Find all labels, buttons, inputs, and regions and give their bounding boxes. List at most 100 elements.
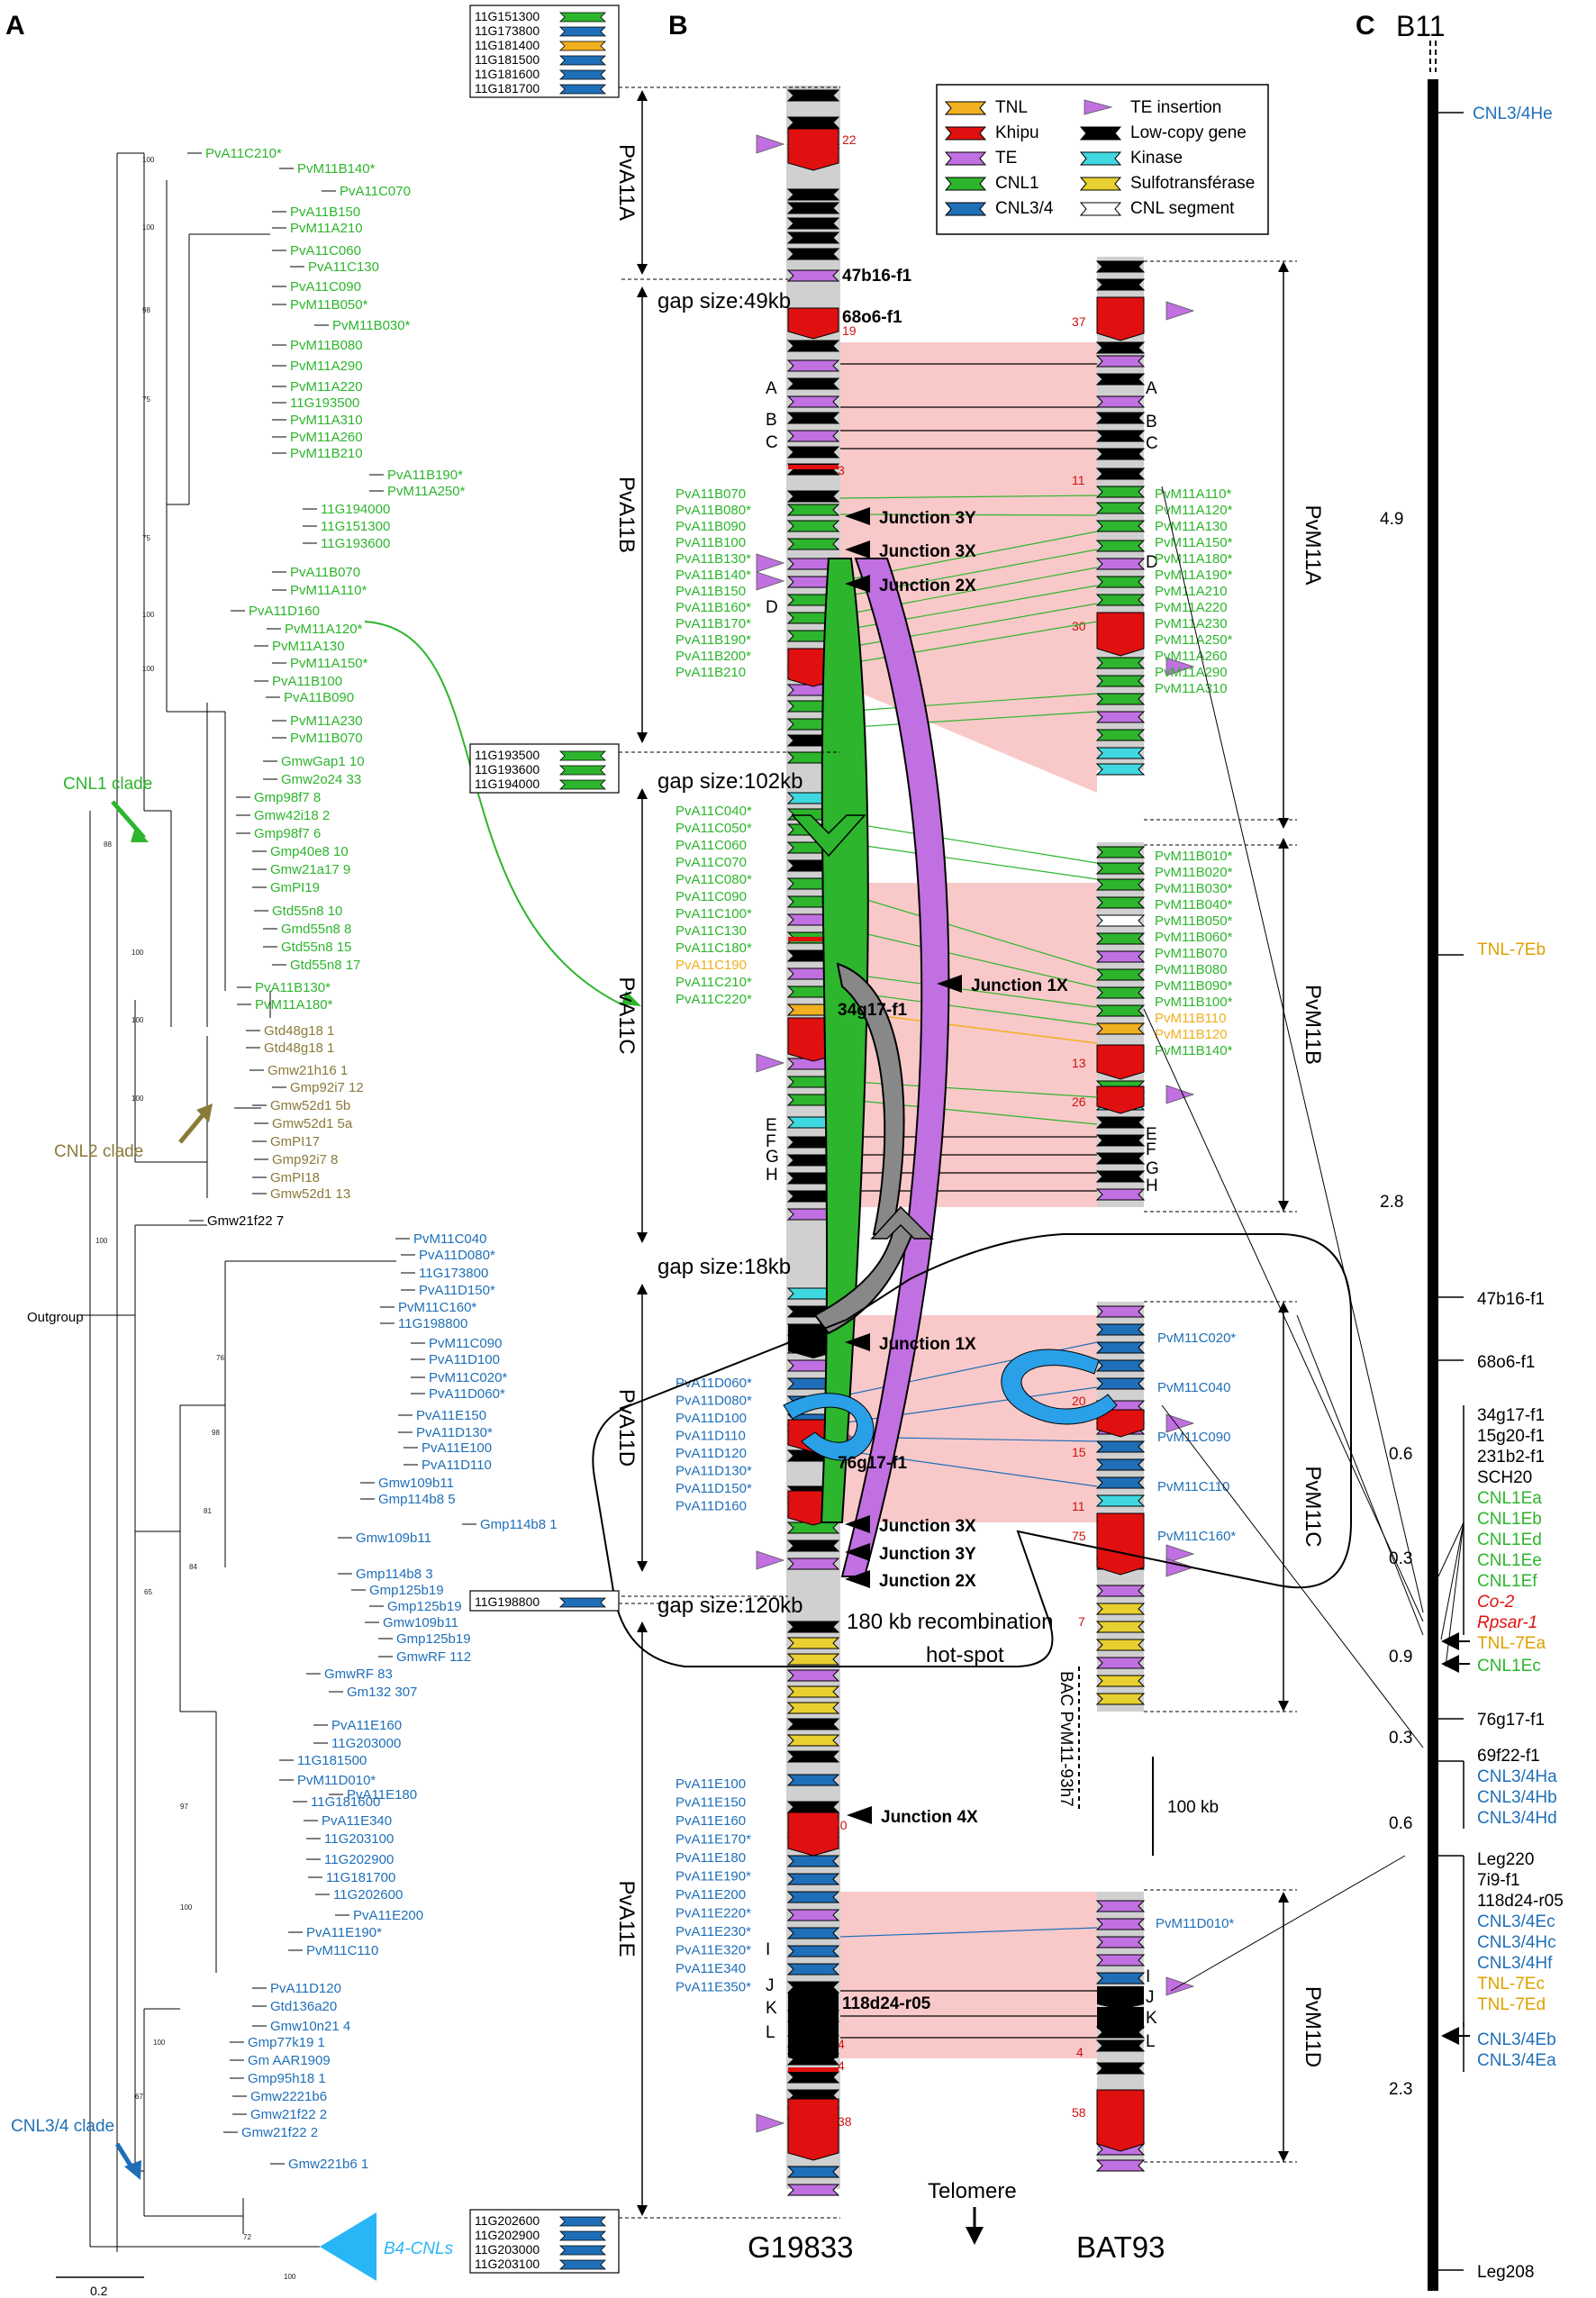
right-gene-glyph [1095, 1639, 1146, 1651]
te-insertion-triangle [1165, 1976, 1195, 1996]
genetic-map-panel: B11 CNL3/4He4.9TNL-7Eb2.847b16-f168o6-f1… [1143, 10, 1564, 2291]
right-red-number: 75 [1072, 1529, 1086, 1543]
right-gene-glyph [1095, 1494, 1146, 1507]
gene-label: PvM11C090 [1157, 1430, 1230, 1445]
left-gene-glyph [786, 217, 840, 230]
right-red-number: 11 [1072, 473, 1085, 487]
legend-swatch [944, 202, 987, 216]
bootstrap-value: 98 [142, 306, 150, 314]
right-gene-glyph [1095, 468, 1146, 480]
b4-cnls-triangle [320, 2212, 376, 2281]
te-insertion-triangle [756, 2113, 785, 2133]
gene-label: PvA11B100 [676, 535, 746, 550]
gene-label: PvA11C040* [676, 804, 752, 819]
tree-tip-label: 11G203100 [324, 1831, 394, 1847]
tree-tip-label: Gmp114b8 1 [480, 1517, 558, 1532]
green-ribbon-chevron [791, 814, 866, 858]
right-gene-glyph [1095, 355, 1146, 368]
gene-box-glyph [559, 12, 606, 23]
left-khipu-block [787, 2098, 839, 2161]
gene-box-glyph [559, 84, 606, 95]
gene-label: PvA11E100 [676, 1776, 746, 1792]
right-red-number: 26 [1072, 1095, 1086, 1109]
gene-label: PvM11A210 [1155, 584, 1228, 599]
map-label: 76g17-f1 [1477, 1711, 1545, 1730]
gene-label: PvM11A180* [1155, 551, 1233, 567]
tree-tip-label: PvA11D110 [422, 1458, 492, 1473]
legend-label: Kinase [1130, 149, 1183, 168]
gene-label: PvM11C160* [1157, 1529, 1236, 1544]
right-gene-glyph [1095, 1476, 1146, 1489]
right-gene-glyph [1095, 729, 1146, 741]
left-khipu-block [787, 307, 839, 340]
tree-tip-label: PvA11C070 [340, 184, 411, 199]
map-fan [1437, 1521, 1465, 1577]
map-label: Rpsar-1 [1477, 1613, 1537, 1632]
tree-tip-label: PvA11E180 [347, 1787, 417, 1803]
gene-label: PvM11B070 [1155, 946, 1228, 961]
cnl2-clade-label: CNL2 clade [54, 1142, 143, 1161]
tree-tip-label: PvM11B070 [290, 731, 363, 746]
gene-label: PvA11C190 [676, 958, 747, 973]
gene-box-label: 11G151300 [475, 9, 540, 23]
right-gene-glyph [1095, 278, 1146, 291]
gene-box-glyph [559, 69, 606, 80]
map-fan [1440, 1521, 1465, 1640]
block-label: PvA11D [614, 1389, 639, 1467]
right-gene-glyph [1095, 932, 1146, 945]
gene-box-label: 11G181400 [475, 38, 540, 52]
map-label: 69f22-f1 [1477, 1747, 1540, 1766]
tree-tip-label: PvM11C160* [398, 1300, 476, 1315]
gene-box-glyph [559, 765, 606, 776]
left-gene-glyph [786, 1540, 840, 1552]
bootstrap-value: 98 [212, 1429, 220, 1437]
left-gene-glyph [786, 340, 840, 352]
gene-label: PvA11D120 [676, 1446, 747, 1461]
tree-tip-label: PvA11E340 [322, 1813, 392, 1829]
tree-tip-label: PvM11A290 [290, 359, 363, 374]
right-gene-glyph [1095, 520, 1146, 532]
bootstrap-value: 100 [142, 665, 155, 673]
gene-label: PvM11B040* [1155, 897, 1233, 913]
synteny-line [839, 821, 1098, 864]
tree-tip-label: Gmw2221b6 [250, 2089, 327, 2104]
gene-box-glyph [559, 750, 606, 761]
right-gene-glyph [1095, 986, 1146, 999]
bootstrap-value: 100 [131, 949, 144, 957]
bootstrap-value: 67 [135, 2093, 143, 2101]
gene-box-glyph [559, 2259, 606, 2270]
bootstrap-value: 65 [144, 1588, 152, 1596]
gene-label: PvM11A220 [1155, 600, 1228, 615]
gene-label: PvM11A290 [1155, 665, 1228, 680]
right-gene-glyph [1095, 1954, 1146, 1966]
tree-tip-label: PvA11E150 [416, 1408, 486, 1423]
gene-box-label: 11G202600 [475, 2213, 540, 2228]
te-insertion-triangle [756, 553, 785, 573]
legend-swatch [1084, 99, 1113, 115]
gene-box-glyph [559, 2216, 606, 2227]
right-khipu-block [1096, 612, 1145, 657]
bracket-arrow-top [1278, 261, 1289, 272]
gene-box-label: 11G203000 [475, 2242, 540, 2257]
tree-tip-label: PvM11D010* [297, 1773, 376, 1788]
gene-label: PvA11B160* [676, 600, 751, 615]
map-label: 4.9 [1380, 510, 1403, 529]
right-gene-glyph [1095, 1359, 1146, 1372]
legend-label: TE [995, 149, 1017, 168]
marker-letter-left: F [766, 1132, 776, 1151]
gene-box-label: 11G181600 [475, 67, 540, 81]
tree-tip-label: Gmp92i7 12 [290, 1080, 364, 1095]
left-gene-glyph [786, 1774, 840, 1786]
bootstrap-value: 100 [131, 1016, 144, 1024]
gene-boxes: 11G15130011G17380011G18140011G18150011G1… [469, 5, 840, 2274]
tree-tip-label: PvA11D060* [429, 1386, 505, 1402]
hotspot-line2: hot-spot [926, 1643, 1004, 1667]
legend-swatch [1079, 151, 1122, 166]
te-insertion-triangle [756, 571, 785, 591]
bracket-arrow-bottom [637, 732, 648, 743]
right-gene-glyph [1095, 1004, 1146, 1017]
right-gene-glyph [1095, 2159, 1146, 2172]
right-gene-glyph [1095, 395, 1146, 408]
right-gene-glyph [1095, 540, 1146, 552]
bootstrap-value: 100 [95, 1237, 108, 1245]
